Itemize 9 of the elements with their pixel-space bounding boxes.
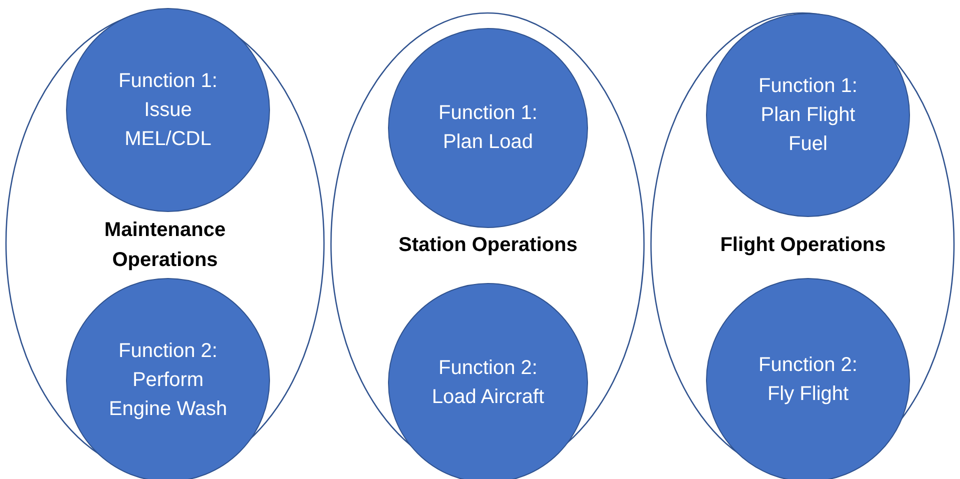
- group-title: Station Operations: [398, 233, 578, 258]
- function-circle: Function 1: Plan Load: [388, 28, 588, 228]
- function-circle: Function 2: Perform Engine Wash: [66, 278, 270, 479]
- function-circle: Function 2: Fly Flight: [706, 278, 910, 479]
- group-title: Flight Operations: [719, 233, 887, 258]
- function-circle: Function 1: Issue MEL/CDL: [66, 8, 270, 212]
- function-circle: Function 2: Load Aircraft: [388, 283, 588, 479]
- function-circle: Function 1: Plan Flight Fuel: [706, 13, 910, 217]
- group-title: Maintenance Operations: [103, 218, 227, 273]
